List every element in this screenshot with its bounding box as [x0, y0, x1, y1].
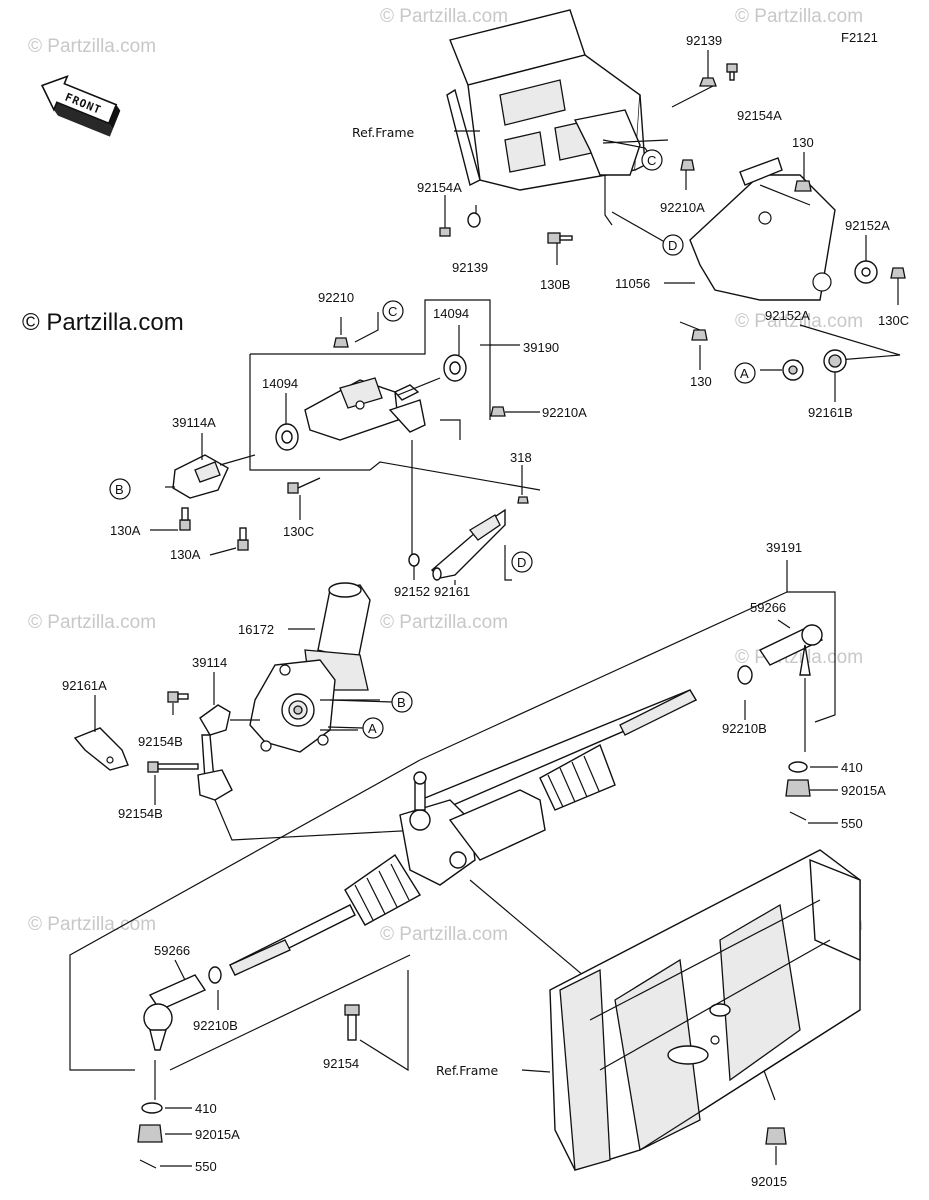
- part-label: 92210B: [193, 1018, 238, 1033]
- callout-b-middle: B: [109, 478, 131, 500]
- svg-text:B: B: [397, 695, 406, 710]
- hardware-middle: [179, 337, 529, 567]
- watermark: © Partzilla.com: [735, 6, 863, 27]
- svg-text:A: A: [368, 721, 377, 736]
- part-label: 92210: [318, 290, 354, 305]
- watermark: © Partzilla.com: [28, 914, 156, 935]
- part-label: 92210B: [722, 721, 767, 736]
- labels-lower-left: 16172 39114 92161A 92154B 92154B: [62, 622, 274, 821]
- steering-rack-assembly: [69, 560, 836, 1071]
- figure-code: F2121: [841, 30, 878, 45]
- eps-motor-assembly: [73, 582, 421, 841]
- ref-frame-label-bottom: Ref.Frame: [436, 1063, 499, 1078]
- part-label: 92015: [751, 1174, 787, 1189]
- svg-text:D: D: [517, 555, 526, 570]
- callout-d-top: D: [662, 234, 684, 256]
- part-label: 11056: [615, 276, 650, 291]
- hardware-top: [439, 63, 906, 381]
- part-label: 410: [195, 1101, 217, 1116]
- leader-lines-top: [444, 50, 901, 402]
- part-label: 14094: [262, 376, 298, 391]
- part-label: 14094: [433, 306, 469, 321]
- watermark: © Partzilla.com: [28, 36, 156, 57]
- labels-middle: 92210 14094 39190 14094 92210A 39114A 31…: [110, 290, 587, 599]
- part-label: 92210A: [660, 200, 705, 215]
- callout-a-top: A: [734, 362, 756, 384]
- watermark: © Partzilla.com: [735, 311, 863, 332]
- labels-top: Ref.Frame 92139 92154A 130 92152A 92154A…: [352, 33, 909, 420]
- leader-lines-lower-left: [94, 628, 393, 805]
- part-label: 130B: [540, 277, 570, 292]
- part-label: 550: [841, 816, 863, 831]
- part-label: 39190: [523, 340, 559, 355]
- part-label: 92152A: [765, 308, 810, 323]
- callout-b-lower: B: [391, 691, 413, 713]
- callout-c-middle: C: [382, 300, 404, 322]
- part-label: 92161: [434, 584, 470, 599]
- part-label: 92015A: [195, 1127, 240, 1142]
- part-label: 92152: [394, 584, 430, 599]
- part-label: 92015A: [841, 783, 886, 798]
- part-label: 130C: [283, 524, 314, 539]
- part-label: 39191: [766, 540, 802, 555]
- part-label: 92152A: [845, 218, 890, 233]
- svg-text:B: B: [115, 482, 124, 497]
- steering-bracket-frame: [446, 9, 836, 301]
- part-label: 410: [841, 760, 863, 775]
- chassis-frame: [549, 849, 861, 1171]
- labels-frame: Ref.Frame 92015: [436, 1063, 787, 1189]
- hardware-lower-left: [147, 691, 199, 773]
- part-label: 130: [690, 374, 712, 389]
- hardware-rack: [137, 665, 811, 1169]
- part-label: 16172: [238, 622, 274, 637]
- leader-lines-rack: [154, 619, 838, 1167]
- part-label: 92154B: [118, 806, 163, 821]
- part-label: 318: [510, 450, 532, 465]
- part-label: 92139: [686, 33, 722, 48]
- watermark: © Partzilla.com: [380, 6, 508, 27]
- part-label: 59266: [154, 943, 190, 958]
- brand-watermark: © Partzilla.com: [22, 309, 184, 336]
- watermark: © Partzilla.com: [380, 612, 508, 633]
- front-arrow-icon: FRONT: [40, 74, 121, 137]
- part-label: 92154A: [737, 108, 782, 123]
- part-label: 550: [195, 1159, 217, 1174]
- part-label: 130C: [878, 313, 909, 328]
- part-label: 92161B: [808, 405, 853, 420]
- svg-text:D: D: [668, 238, 677, 253]
- callout-a-lower: A: [362, 717, 384, 739]
- part-label: 92161A: [62, 678, 107, 693]
- leader-lines-middle: [150, 317, 540, 585]
- part-label: 92210A: [542, 405, 587, 420]
- steering-shaft-assembly: [172, 299, 541, 581]
- part-label: 130: [792, 135, 814, 150]
- part-label: 130A: [110, 523, 141, 538]
- part-label: 92154A: [417, 180, 462, 195]
- part-label: 59266: [750, 600, 786, 615]
- callout-c-top: C: [641, 149, 663, 171]
- labels-rack: 39191 59266 92210B 410 92015A 550 59266 …: [154, 540, 886, 1174]
- svg-text:A: A: [740, 366, 749, 381]
- part-label: 39114A: [172, 415, 216, 430]
- part-label: 92139: [452, 260, 488, 275]
- svg-text:C: C: [388, 304, 397, 319]
- part-label: 39114: [192, 655, 227, 670]
- svg-text:C: C: [647, 153, 656, 168]
- part-label: 92154B: [138, 734, 183, 749]
- part-label: 92154: [323, 1056, 359, 1071]
- ref-frame-label: Ref.Frame: [352, 125, 415, 140]
- watermark: © Partzilla.com: [28, 612, 156, 633]
- part-label: 130A: [170, 547, 201, 562]
- callout-d-middle: D: [511, 551, 533, 573]
- watermark: © Partzilla.com: [380, 924, 508, 945]
